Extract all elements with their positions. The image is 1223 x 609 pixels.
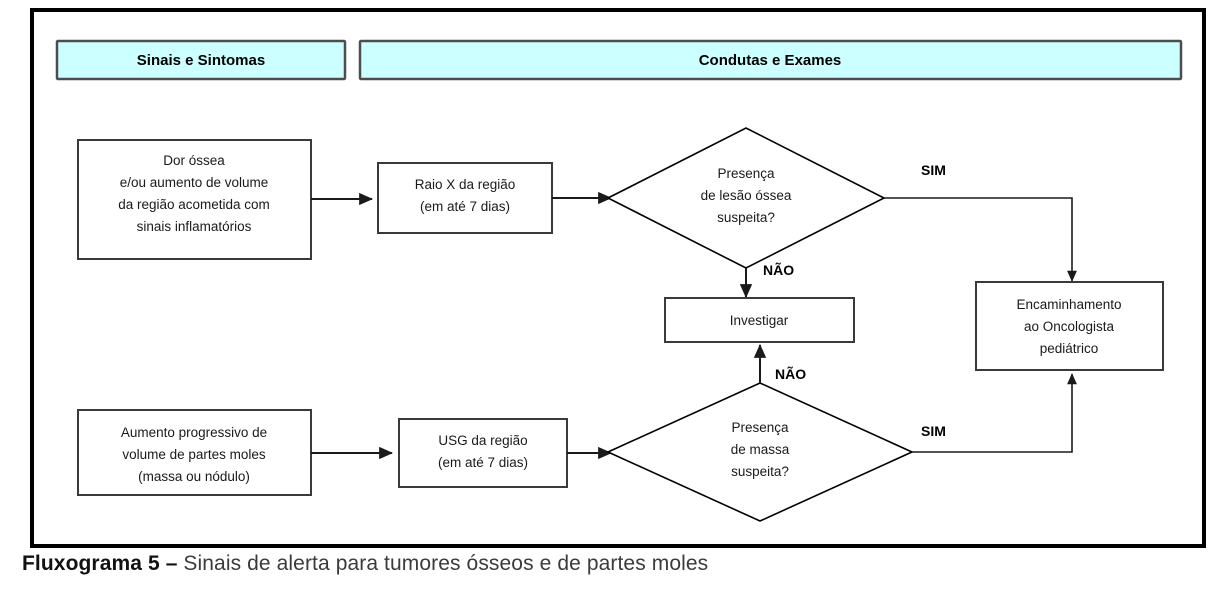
figure-caption: Fluxograma 5 – Sinais de alerta para tum… — [22, 552, 1202, 576]
header-box-condutas — [358, 39, 1183, 81]
node-aumento-volume-line-0: Aumento progressivo de — [121, 425, 267, 440]
node-usg[interactable] — [398, 418, 568, 488]
node-massa-line-1: de massa — [731, 442, 790, 457]
node-raio-x-line-1: (em até 7 dias) — [420, 199, 510, 214]
node-massa-line-2: suspeita? — [731, 464, 789, 479]
node-dor-ossea-line-2: da região acometida com — [118, 197, 270, 212]
header-label-sinais: Sinais e Sintomas — [137, 52, 265, 69]
node-usg-line-1: (em até 7 dias) — [438, 455, 528, 470]
node-raio-x-line-0: Raio X da região — [415, 177, 516, 192]
node-lesao-ossea-line-1: de lesão óssea — [701, 188, 792, 203]
node-aumento-volume-line-1: volume de partes moles — [122, 447, 266, 462]
caption-dash: – — [165, 552, 178, 575]
node-usg-line-0: USG da região — [438, 433, 527, 448]
node-encaminhamento-line-1: ao Oncologista — [1024, 319, 1115, 334]
node-dor-ossea[interactable] — [77, 139, 312, 260]
edge-label-sim-bottom: SIM — [921, 423, 946, 439]
edge-massa-sim-to-encaminhamento — [912, 373, 1077, 453]
node-dor-ossea-line-1: e/ou aumento de volume — [120, 175, 269, 190]
node-aumento-volume-line-2: (massa ou nódulo) — [138, 469, 250, 484]
node-dor-ossea-line-0: Dor óssea — [163, 153, 225, 168]
edge-label-sim-top: SIM — [921, 162, 946, 178]
node-dor-ossea-line-3: sinais inflamatórios — [137, 219, 252, 234]
node-raio-x[interactable] — [377, 162, 553, 234]
node-encaminhamento-line-0: Encaminhamento — [1016, 297, 1121, 312]
node-lesao-ossea-line-0: Presença — [717, 166, 775, 181]
diagram-frame — [30, 8, 1206, 548]
header-box-sinais — [55, 39, 347, 81]
node-encaminhamento[interactable] — [975, 281, 1164, 371]
edge-label-nao-bottom: NÃO — [775, 365, 806, 382]
node-investigar-line-0: Investigar — [730, 313, 789, 328]
header-label-condutas: Condutas e Exames — [699, 52, 842, 69]
edge-label-nao-top: NÃO — [763, 261, 794, 278]
caption-text: Sinais de alerta para tumores ósseos e d… — [183, 552, 709, 575]
node-lesao-ossea-line-2: suspeita? — [717, 210, 775, 225]
node-encaminhamento-line-2: pediátrico — [1040, 341, 1099, 356]
node-massa-line-0: Presença — [731, 420, 789, 435]
node-investigar[interactable] — [664, 297, 855, 343]
node-aumento-volume[interactable] — [77, 409, 312, 496]
caption-title: Fluxograma 5 — [22, 552, 160, 575]
edge-lesao-sim-to-encaminhamento — [884, 197, 1077, 282]
